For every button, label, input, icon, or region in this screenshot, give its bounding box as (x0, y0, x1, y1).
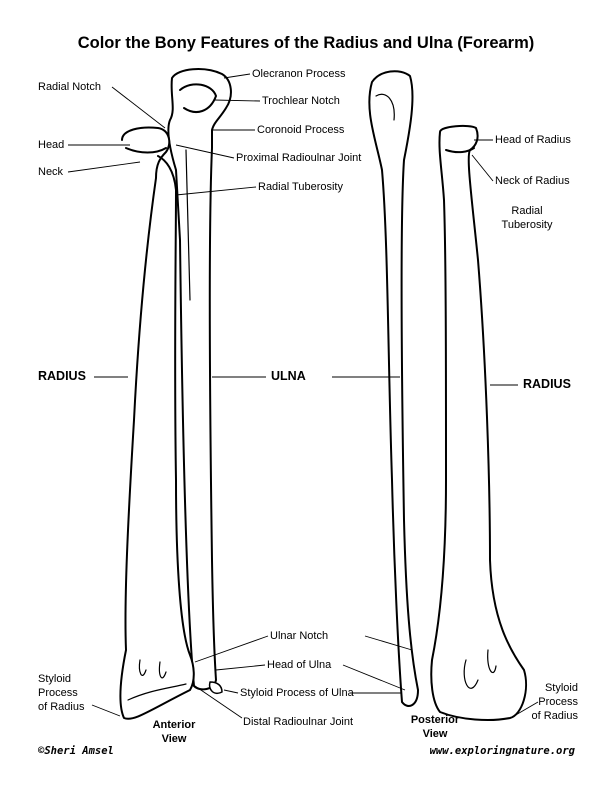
copyright-text: ©Sheri Amsel (38, 745, 114, 757)
label-line: Posterior (410, 714, 460, 726)
label-line: View (161, 733, 187, 745)
label-head-of-radius: Head of Radius (495, 134, 571, 146)
posterior-radius (430, 124, 528, 721)
label-ulnar-notch: Ulnar Notch (270, 630, 329, 642)
label-coronoid-process: Coronoid Process (257, 124, 345, 136)
label-line: Styloid (544, 682, 578, 694)
label-neck-of-radius: Neck of Radius (495, 175, 570, 187)
label-line: Process (38, 687, 78, 699)
label-radial-notch: Radial Notch (38, 81, 101, 93)
label-head-of-ulna: Head of Ulna (267, 659, 332, 671)
label-line: of Radius (38, 701, 85, 713)
label-line: View (422, 728, 448, 740)
label-radial-tuberosity: Radial Tuberosity (258, 181, 343, 193)
label-trochlear-notch: Trochlear Notch (262, 95, 340, 107)
label-styloid-process-of-ulna: Styloid Process of Ulna (240, 687, 354, 699)
label-neck: Neck (38, 166, 64, 178)
posterior-ulna (368, 70, 419, 707)
label-line: Tuberosity (501, 219, 553, 231)
page-title: Color the Bony Features of the Radius an… (77, 34, 535, 52)
label-styloid-process-of-radius-posterior: Styloid Process of Radius (500, 681, 578, 723)
anterior-view-label: Anterior View (134, 718, 214, 746)
label-distal-radioulnar-joint: Distal Radioulnar Joint (243, 716, 354, 728)
anterior-radius (119, 126, 195, 720)
label-line: Styloid (38, 673, 72, 685)
label-proximal-radioulnar-joint: Proximal Radioulnar Joint (236, 152, 362, 164)
label-styloid-process-of-radius-anterior: Styloid Process of Radius (38, 672, 84, 714)
label-head: Head (38, 139, 65, 151)
label-line: of Radius (531, 710, 578, 722)
label-radius-anterior: RADIUS (38, 369, 86, 383)
label-line: Anterior (152, 719, 196, 731)
label-radial-tuberosity-posterior: Radial Tuberosity (495, 204, 559, 232)
label-line: Process (538, 696, 578, 708)
leader-lines (67, 73, 539, 719)
label-radius-posterior: RADIUS (523, 377, 571, 391)
label-line: Radial (511, 205, 543, 217)
website-text: www.exploringnature.org (429, 745, 575, 757)
label-olecranon-process: Olecranon Process (252, 68, 346, 80)
posterior-view-label: Posterior View (395, 713, 475, 741)
anterior-ulna (167, 68, 232, 691)
label-ulna: ULNA (271, 369, 306, 383)
